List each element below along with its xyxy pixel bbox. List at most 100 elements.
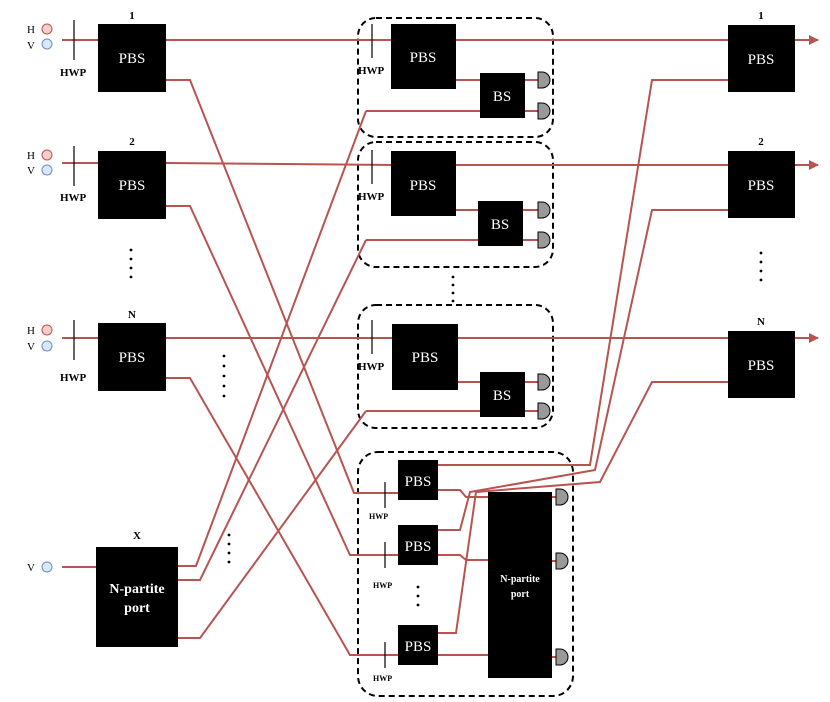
pbs-input-n bbox=[98, 323, 166, 391]
v-marker-row1 bbox=[41, 38, 53, 50]
beam-mpbsn-to-outn bbox=[438, 381, 728, 634]
pbs-interferometer-2 bbox=[391, 151, 456, 216]
detector-port-2 bbox=[555, 552, 569, 570]
v-label-rown: V bbox=[27, 341, 35, 353]
n-partite-source-line1: N-partite bbox=[109, 582, 164, 597]
hwp-label-rown: HWP bbox=[60, 372, 87, 384]
bs-interferometer-n bbox=[480, 372, 525, 417]
beam-port-to-bs1 bbox=[178, 110, 367, 567]
pbs-measurement-n-label: PBS bbox=[405, 639, 432, 655]
detector-bs2-a bbox=[537, 201, 551, 219]
pbs-input-n-label: PBS bbox=[119, 350, 146, 366]
ellipsis-left-column bbox=[129, 248, 133, 279]
pbs-measurement-1-label: PBS bbox=[405, 474, 432, 490]
hwp-label-int2: HWP bbox=[358, 191, 385, 203]
input-row2: H V bbox=[27, 149, 53, 177]
n-partite-source-line2: port bbox=[124, 601, 150, 616]
beam-port-to-bs2 bbox=[178, 239, 367, 581]
hwp-label-row1: HWP bbox=[60, 67, 87, 79]
pbs-output-1-label: PBS bbox=[748, 52, 775, 68]
hwp-label-int1: HWP bbox=[358, 65, 385, 77]
hwp-label-mn: HWP bbox=[373, 674, 392, 683]
pbs-output-2-label: PBS bbox=[748, 178, 775, 194]
pbs-output-n-label: PBS bbox=[748, 358, 775, 374]
port-index-n: N bbox=[128, 309, 136, 321]
hwp-label-m2: HWP bbox=[373, 581, 392, 590]
input-x: V bbox=[27, 561, 53, 574]
v-label-row1: V bbox=[27, 40, 35, 52]
bs-interferometer-1 bbox=[480, 73, 525, 118]
interferometer-frame-2 bbox=[357, 141, 554, 268]
pbs-interferometer-1-label: PBS bbox=[410, 50, 437, 66]
ellipsis-left-mid bbox=[222, 354, 226, 398]
pbs-interferometer-1 bbox=[391, 24, 456, 89]
h-marker-row1 bbox=[41, 23, 53, 35]
h-marker-row2 bbox=[41, 149, 53, 161]
bs-interferometer-2 bbox=[478, 201, 523, 246]
v-marker-rown bbox=[41, 340, 53, 352]
detector-bs1-b bbox=[537, 102, 551, 120]
output-index-2: 2 bbox=[758, 136, 764, 148]
pbs-measurement-2 bbox=[398, 525, 438, 565]
pbs-measurement-n bbox=[398, 625, 438, 665]
v-marker-x bbox=[41, 561, 53, 573]
interferometer-frame-n bbox=[357, 304, 554, 429]
v-label-row2: V bbox=[27, 165, 35, 177]
port-index-x: X bbox=[133, 530, 141, 542]
n-partite-port-source bbox=[96, 547, 178, 647]
detector-bsn-b bbox=[537, 402, 551, 420]
h-label-row1: H bbox=[27, 24, 35, 36]
pbs-interferometer-n bbox=[392, 324, 458, 390]
detector-port-n bbox=[555, 648, 569, 666]
bs-interferometer-2-label: BS bbox=[491, 217, 509, 233]
ellipsis-right-column bbox=[759, 251, 763, 282]
port-index-1: 1 bbox=[129, 10, 135, 22]
detector-bsn-a bbox=[537, 373, 551, 391]
bs-interferometer-n-label: BS bbox=[493, 388, 511, 404]
pbs-output-2 bbox=[728, 151, 795, 218]
v-label-x: V bbox=[27, 562, 35, 574]
pbs-input-2 bbox=[98, 151, 166, 219]
pbs-measurement-2-label: PBS bbox=[405, 539, 432, 555]
pbs-interferometer-n-label: PBS bbox=[412, 350, 439, 366]
h-marker-rown bbox=[41, 324, 53, 336]
hwp-label-intn: HWP bbox=[358, 361, 385, 373]
port-index-2: 2 bbox=[129, 136, 135, 148]
pbs-interferometer-2-label: PBS bbox=[410, 178, 437, 194]
pbs-input-2-label: PBS bbox=[119, 178, 146, 194]
hwp-label-row2: HWP bbox=[60, 192, 87, 204]
beam-mpbs2-to-out2 bbox=[438, 209, 728, 531]
beam-row2-out bbox=[165, 162, 394, 166]
bs-interferometer-1-label: BS bbox=[493, 89, 511, 105]
detector-port-1 bbox=[555, 488, 569, 506]
hwp-label-m1: HWP bbox=[369, 512, 388, 521]
output-index-n: N bbox=[757, 316, 765, 328]
ellipsis-measurement bbox=[416, 585, 420, 607]
beam-mpbs1-to-out1 bbox=[438, 79, 728, 466]
input-rown: H V bbox=[27, 324, 53, 353]
h-label-rown: H bbox=[27, 325, 35, 337]
beam-mpbs2-to-port bbox=[438, 554, 488, 561]
n-partite-measurement-line1: N-partite bbox=[500, 574, 540, 585]
output-index-1: 1 bbox=[758, 10, 764, 22]
pbs-output-n bbox=[728, 331, 795, 398]
n-partite-port-measurement bbox=[488, 492, 552, 678]
detector-bs2-b bbox=[537, 231, 551, 249]
n-partite-measurement-line2: port bbox=[511, 589, 530, 600]
detector-bs1-a bbox=[537, 71, 551, 89]
v-marker-row2 bbox=[41, 164, 53, 176]
pbs-input-1-label: PBS bbox=[119, 51, 146, 67]
ellipsis-middle bbox=[451, 275, 455, 303]
beam-pbs1-v-cross bbox=[166, 79, 398, 494]
beam-mpbs1-to-port bbox=[438, 489, 488, 498]
pbs-measurement-1 bbox=[398, 460, 438, 500]
pbs-input-1 bbox=[98, 24, 166, 92]
beam-port-to-bsn bbox=[178, 410, 367, 639]
beam-pbs2-v-cross bbox=[166, 205, 398, 556]
pbs-output-1 bbox=[728, 25, 795, 92]
h-label-row2: H bbox=[27, 150, 35, 162]
input-row1: H V bbox=[27, 23, 53, 52]
ellipsis-left-bottom bbox=[227, 533, 231, 564]
beam-pbsn-v-cross bbox=[166, 377, 398, 656]
